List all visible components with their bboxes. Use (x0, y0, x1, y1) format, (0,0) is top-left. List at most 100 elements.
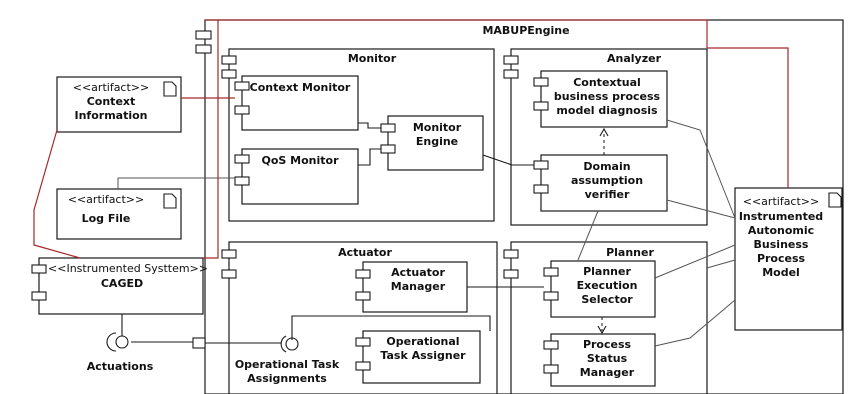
caged-port (31, 264, 47, 274)
actuator-manager-port (355, 269, 371, 279)
model-artifact-stereotype: <<artifact>> (743, 195, 819, 208)
planner-port (503, 269, 519, 279)
link-status-to-model (654, 299, 736, 347)
model-artifact-document-icon (828, 192, 842, 208)
caged-port (31, 291, 47, 301)
selector-label-3: Selector (581, 293, 633, 306)
model-artifact-box (734, 187, 843, 331)
planner-port (503, 249, 519, 259)
op-task-lollipop (285, 337, 299, 351)
actuator-port (221, 249, 237, 259)
status-manager-port (543, 364, 559, 374)
task-assigner-label-2: Task Assigner (380, 349, 466, 362)
analyzer-port (503, 69, 519, 79)
engine-title: MABUPEngine (482, 24, 569, 37)
context-monitor-box (241, 75, 359, 131)
engine-port (195, 30, 212, 40)
context-info-label-2: Information (75, 109, 148, 122)
link-task-assignments-to-assigner (291, 315, 491, 340)
context-info-label-1: Context (87, 95, 136, 108)
actuator-title: Actuator (338, 246, 392, 259)
link-planner-to-model (706, 259, 736, 269)
monitor-port (221, 69, 237, 79)
diagnosis-label-1: Contextual (573, 76, 641, 89)
diagnosis-label-3: model diagnosis (556, 104, 658, 117)
monitor-engine-port (380, 123, 396, 133)
link-verifier-to-selector (577, 210, 599, 261)
link-context-to-engine (358, 122, 381, 129)
model-artifact-label-2: Autonomic (748, 224, 814, 237)
model-artifact-label-5: Model (762, 266, 800, 279)
link-log-file-to-qos-monitor (117, 177, 235, 189)
engine-actuation-port (192, 337, 206, 349)
caged-system-box (38, 257, 204, 315)
verifier-port (533, 184, 549, 194)
model-artifact-label-3: Business (754, 238, 809, 251)
monitor-title: Monitor (348, 52, 397, 65)
context-monitor-port (234, 81, 250, 91)
actuator-port (221, 269, 237, 279)
analyzer-port (503, 55, 519, 65)
monitor-port (221, 55, 237, 65)
diagnosis-label-2: business process (554, 90, 661, 103)
selector-label-1: Planner (583, 265, 631, 278)
task-assigner-port (355, 361, 371, 371)
diagnosis-port (533, 101, 549, 111)
link-verifier-to-model (666, 199, 736, 219)
link-diagnosis-to-model (666, 119, 736, 219)
diagnosis-port (533, 77, 549, 87)
engine-port (195, 44, 212, 54)
selector-box (550, 260, 656, 318)
actuations-socket (106, 332, 117, 352)
verifier-label-2: assumption (571, 174, 643, 187)
context-monitor-port (234, 105, 250, 115)
status-manager-label-2: Status (587, 352, 628, 365)
context-monitor-label: Context Monitor (250, 81, 351, 94)
verifier-label-1: Domain (583, 160, 630, 173)
actuator-manager-label-1: Actuator (391, 266, 445, 279)
selector-port (543, 267, 559, 277)
caged-name: CAGED (101, 277, 143, 290)
op-task-socket (280, 335, 287, 353)
task-assigner-port (355, 337, 371, 347)
log-file-stereotype: <<artifact>> (68, 193, 144, 206)
link-qos-to-engine (358, 148, 381, 166)
link-engine-to-verifier (482, 154, 534, 166)
monitor-engine-label-2: Engine (416, 135, 458, 148)
actuator-manager-port (355, 291, 371, 301)
context-info-artifact-box (56, 76, 182, 133)
red-link-engine-to-model (707, 47, 789, 188)
monitor-engine-box (387, 115, 484, 171)
log-file-label: Log File (82, 212, 131, 225)
log-file-artifact-box (56, 188, 182, 240)
status-manager-label-3: Manager (580, 366, 635, 379)
monitor-engine-port (380, 144, 396, 154)
red-link-engine-top (218, 19, 708, 48)
verifier-label-3: verifier (585, 188, 630, 201)
qos-monitor-port (234, 176, 250, 186)
red-link-caged-to-engine (203, 19, 219, 259)
task-assigner-label-1: Operational (386, 335, 459, 348)
context-info-document-icon (163, 81, 177, 97)
actuations-lollipop (115, 335, 129, 349)
selector-label-2: Execution (577, 279, 638, 292)
verifier-port (533, 160, 549, 170)
status-manager-port (543, 340, 559, 350)
caged-stereotype: <<Instrumented Systtem>> (48, 262, 208, 275)
red-link-context-info-to-caged (33, 129, 81, 259)
diagnosis-box (540, 70, 668, 128)
analyzer-title: Analyzer (607, 52, 662, 65)
planner-title: Planner (606, 246, 654, 259)
actuator-manager-label-2: Manager (391, 280, 446, 293)
op-task-label-2: Assignments (247, 372, 327, 385)
status-manager-label-1: Process (583, 338, 632, 351)
selector-port (543, 291, 559, 301)
context-info-stereotype: <<artifact>> (73, 81, 149, 94)
monitor-engine-label-1: Monitor (413, 121, 462, 134)
qos-monitor-box (241, 148, 359, 205)
op-task-label-1: Operational Task (235, 358, 340, 371)
status-manager-box (550, 333, 656, 387)
verifier-box (540, 154, 668, 212)
